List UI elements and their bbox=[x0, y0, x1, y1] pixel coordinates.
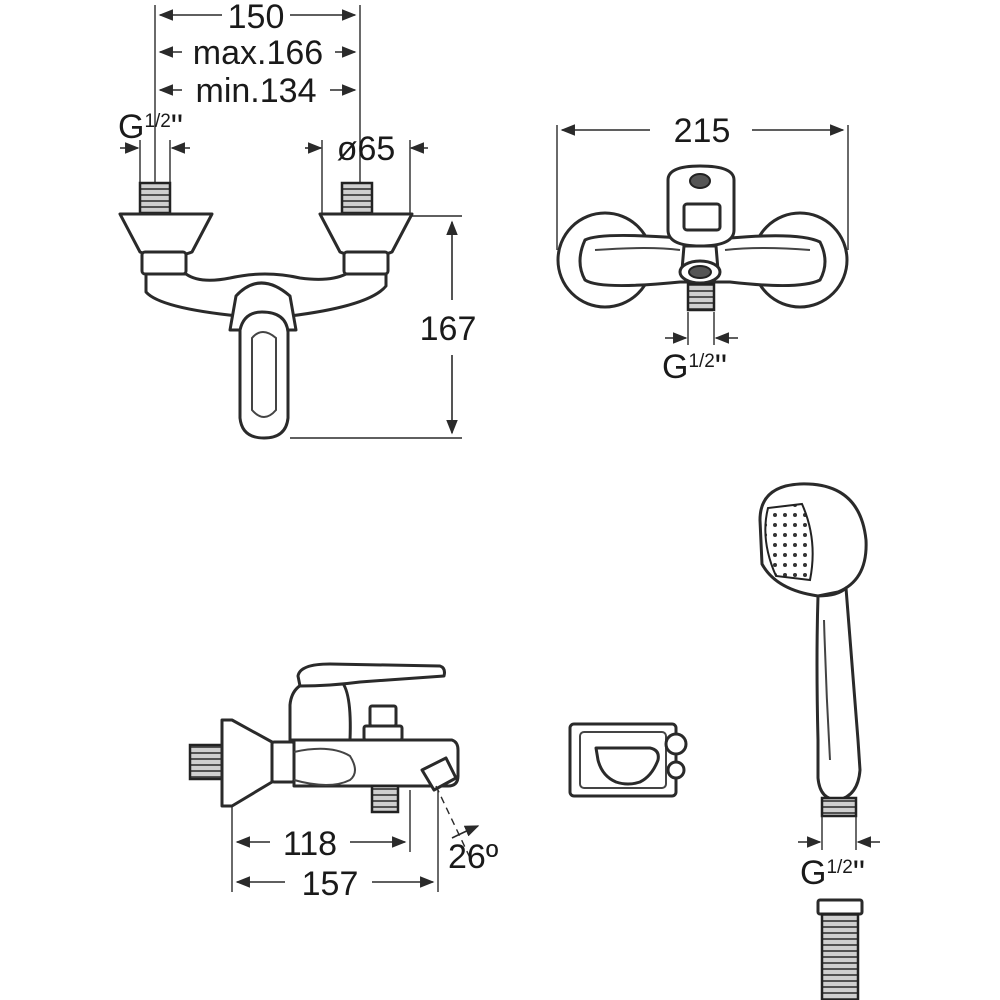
top-lever-plate bbox=[682, 202, 722, 232]
top-lever-indicator bbox=[689, 173, 711, 189]
front-mixer-body bbox=[118, 181, 414, 440]
side-flange bbox=[220, 718, 274, 808]
side-body bbox=[292, 738, 460, 788]
side-cartridge bbox=[288, 678, 352, 742]
left-inlet-thread bbox=[138, 181, 172, 215]
dim-inlet-thread: G1/2" bbox=[118, 108, 183, 146]
left-nut bbox=[140, 250, 188, 276]
side-view: 118 157 26º bbox=[188, 662, 498, 903]
dim-hose-thread: G1/2" bbox=[800, 854, 865, 892]
dim-flange-diameter: ø65 bbox=[337, 130, 396, 168]
top-outlet-thread bbox=[686, 282, 716, 312]
dim-front-max: max.166 bbox=[193, 34, 323, 72]
side-nut bbox=[270, 740, 296, 784]
shower-end-thread bbox=[820, 796, 858, 818]
side-diverter-base bbox=[362, 724, 404, 742]
dim-front-width: 150 bbox=[228, 0, 285, 36]
hose-body bbox=[820, 912, 860, 1000]
hose-connector bbox=[816, 898, 864, 916]
shower-handle-line bbox=[823, 619, 831, 761]
dim-spout-angle: 26º bbox=[448, 838, 498, 876]
side-spout-nozzle bbox=[420, 756, 458, 792]
right-nut bbox=[342, 250, 390, 276]
hand-shower: G1/2" bbox=[758, 482, 880, 1000]
dim-top-width: 215 bbox=[674, 112, 731, 150]
side-diverter-knob bbox=[368, 704, 398, 728]
side-outlet-thread bbox=[370, 784, 400, 814]
top-body-highlight bbox=[594, 247, 811, 251]
dim-side-depth-long: 157 bbox=[302, 865, 359, 903]
bracket-pivot bbox=[664, 732, 688, 756]
front-view: 150 max.166 min.134 G1/2" ø65 167 bbox=[118, 0, 477, 440]
bracket-plate-inner bbox=[579, 731, 667, 789]
shower-nozzle-face bbox=[764, 502, 814, 582]
front-lever bbox=[238, 310, 290, 440]
bracket-pivot-lower bbox=[666, 760, 686, 780]
spout-angle-axis bbox=[435, 785, 473, 863]
shower-handle bbox=[815, 586, 862, 802]
spout-angle-arc bbox=[451, 825, 480, 839]
shower-hose bbox=[816, 898, 864, 1000]
side-inlet-thread bbox=[188, 743, 224, 781]
top-mixer-body bbox=[556, 164, 849, 312]
right-inlet-thread bbox=[340, 181, 374, 215]
dim-side-depth-short: 118 bbox=[283, 825, 337, 863]
wall-bracket bbox=[568, 722, 688, 798]
side-body-detail bbox=[293, 747, 356, 786]
front-lever-inner bbox=[251, 331, 277, 418]
dim-front-min: min.134 bbox=[196, 72, 317, 110]
bracket-hook bbox=[594, 746, 660, 786]
side-lever bbox=[296, 662, 446, 688]
top-spout-hole bbox=[688, 265, 712, 279]
dim-height: 167 bbox=[420, 310, 477, 348]
top-view: 215 G1/2" bbox=[556, 112, 849, 386]
dim-outlet-thread: G1/2" bbox=[662, 348, 727, 386]
side-mixer-body bbox=[188, 662, 460, 814]
